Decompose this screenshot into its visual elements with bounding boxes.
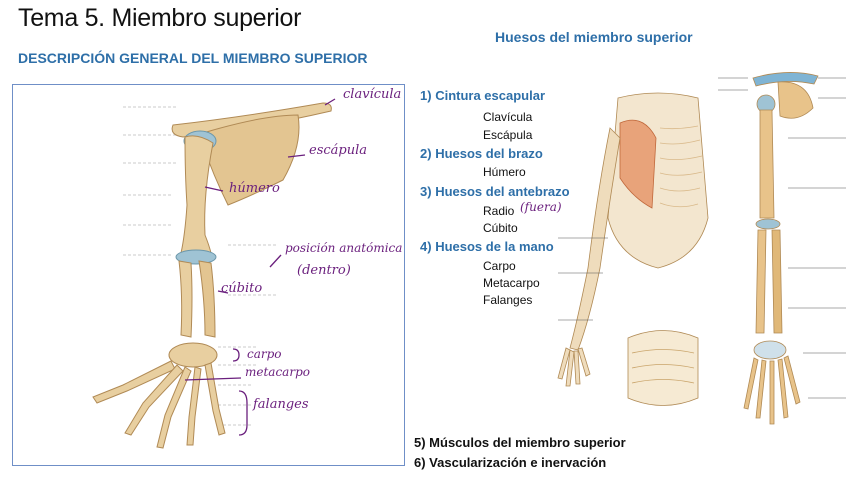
outline-label: Huesos de la mano [435,239,554,254]
page-title: Tema 5. Miembro superior [18,4,302,32]
outline-number: 2) [420,146,432,161]
arm-skeleton-drawing [92,98,336,449]
ribcage-figure [627,330,699,406]
outline-subitem: Carpo [483,259,516,273]
torso-figure [607,92,709,269]
arm-skeleton-illustration: clavícula escápula húmero posición anató… [12,84,405,466]
atlas-drawing [557,72,846,425]
outline-item-3: 3) Huesos del antebrazo [420,184,570,199]
pectoral-muscle [619,119,657,209]
outline-number: 1) [420,88,432,103]
outline-subitem: Metacarpo [483,276,540,290]
section-subtitle: DESCRIPCIÓN GENERAL DEL MIEMBRO SUPERIOR [18,50,368,66]
label-radio-note: (fuera) [520,200,562,214]
outline-item-6: 6) Vascularización e inervación [414,455,607,470]
outline-number: 3) [420,184,432,199]
carpal-bones [168,342,218,368]
elbow-joint [175,249,217,265]
right-section-title: Huesos del miembro superior [495,29,693,45]
label-cubito: cúbito [221,281,263,296]
outline-subitem: Cúbito [483,221,518,235]
label-carpo: carpo [247,347,282,361]
ulna-bone [198,260,216,338]
label-lines [123,106,278,426]
outline-subitem: Radio [483,204,515,218]
atlas-arm [569,127,621,351]
label-humero: húmero [229,181,280,196]
outline-item-5: 5) Músculos del miembro superior [414,435,626,450]
outline-subitem: Húmero [483,165,526,179]
outline-subitem: Escápula [483,128,533,142]
label-dentro: (dentro) [297,263,351,278]
outline-label: Cintura escapular [435,88,546,103]
anatomy-atlas-figure [548,68,848,448]
label-escapula: escápula [309,143,367,158]
outline-subitem: Falanges [483,293,533,307]
outline-item-2: 2) Huesos del brazo [420,146,543,161]
isolated-arm-skeleton [743,72,819,425]
scapula-bone [202,114,300,206]
atlas-leader-lines [558,77,846,399]
label-falanges: falanges [253,397,309,412]
outline-subitem: Clavícula [483,110,533,124]
outline-label: Huesos del brazo [435,146,543,161]
radius-bone [178,260,193,338]
outline-number: 4) [420,239,432,254]
humerus-bone [180,135,214,254]
label-clavicula: clavícula [343,87,402,102]
atlas-hand [557,347,591,387]
outline-item-1: 1) Cintura escapular [420,88,545,103]
outline-label: Huesos del antebrazo [435,184,570,199]
outline-item-4: 4) Huesos de la mano [420,239,554,254]
label-posicion-anatomica: posición anatómica [285,241,403,255]
hand-bones [92,360,226,449]
annotation-marks [184,98,336,436]
label-metacarpo: metacarpo [245,365,310,379]
